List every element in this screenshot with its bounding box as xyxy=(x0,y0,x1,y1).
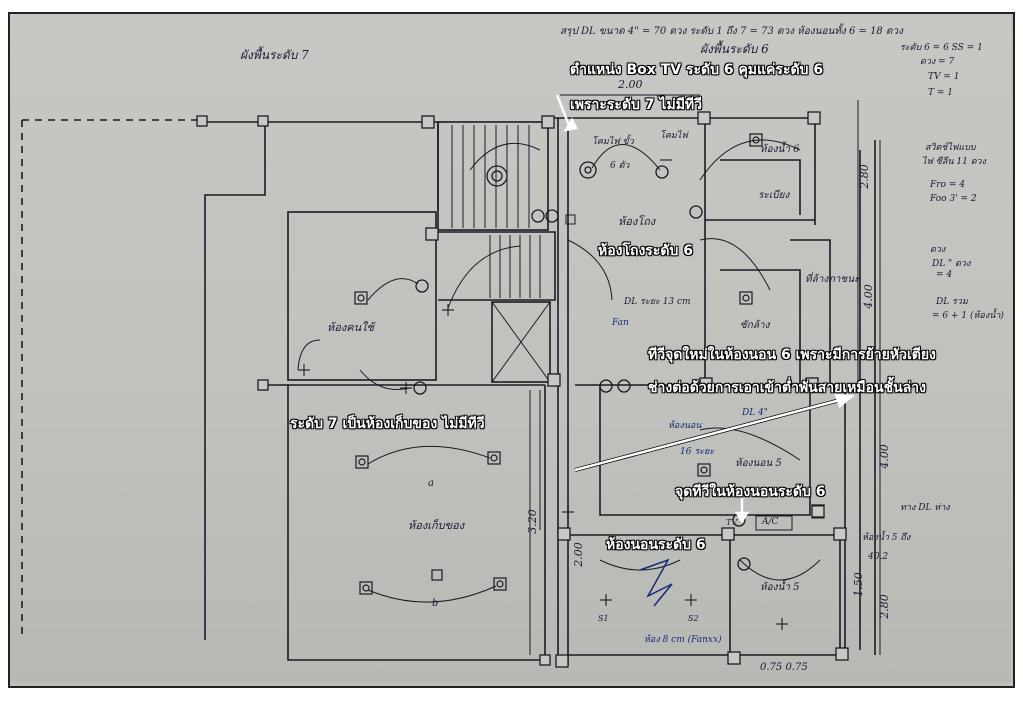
tv-outlet-box xyxy=(811,505,825,519)
room-bedroom5: ห้องนอน 5 xyxy=(735,458,782,469)
fixture-note-12: A/C xyxy=(762,517,779,527)
fixture-note-3: 6 ตัว xyxy=(610,161,630,171)
side-note-9: ดวง xyxy=(930,245,946,255)
tv-box-symbol xyxy=(565,214,576,225)
annotation-storage: ระดับ 7 เป็นห้องเก็บของ ไม่มีทีวี xyxy=(290,416,485,432)
dim-200-left: 2.00 xyxy=(571,542,585,567)
dashed-outline xyxy=(21,119,200,640)
fixture-note-14: b xyxy=(432,598,439,609)
side-note-11: = 4 xyxy=(936,270,953,280)
annotation-box-tv-2: เพราะระดับ 7 ไม่มีทีวี xyxy=(570,97,703,113)
side-note-16: 40.2 xyxy=(868,552,889,562)
fixture-note-4: DL ระยะ 13 cm xyxy=(624,297,691,307)
room-balcony: ระเบียง xyxy=(758,190,790,201)
columns xyxy=(196,111,849,668)
room-maid: ห้องคนใช้ xyxy=(327,321,374,334)
fixture-note-8: 16 ระยะ xyxy=(680,447,715,457)
fixture-note-1: โคมไฟ ขั้ว xyxy=(592,137,634,147)
fixture-note-9: ห้อง 8 cm (Fanxx) xyxy=(644,635,722,645)
dim-400-right2: 4.00 xyxy=(877,444,891,469)
room-hall: ห้องโถง xyxy=(618,215,656,228)
light-fixtures xyxy=(354,133,763,595)
room-storeroom: ห้องเก็บของ xyxy=(408,519,465,532)
dim-320-left: 3.20 xyxy=(525,509,539,534)
side-note-14: ทาง DL ห่าง xyxy=(900,503,950,513)
annotation-box-tv-1: ตำแหน่ง Box TV ระดับ 6 คุมแค่ระดับ 6 xyxy=(570,62,824,78)
balcony-wall xyxy=(720,159,801,215)
duct-cross xyxy=(491,301,551,383)
room-bath5: ห้องน้ำ 5 xyxy=(760,582,800,593)
fixture-note-7: ห้องนอน xyxy=(668,421,702,431)
room-sink: ที่ล้างภาชนะ xyxy=(805,274,860,285)
side-note-3: TV = 1 xyxy=(928,72,960,82)
round-lights xyxy=(413,161,751,571)
fixture-note-5: Fan xyxy=(612,318,629,328)
fixture-note-10: S1 xyxy=(598,614,609,623)
kitchen-wall xyxy=(790,239,831,385)
wiring-arcs xyxy=(297,139,821,603)
fixture-note-15: TV xyxy=(726,518,738,527)
fixture-note-2: โคมไฟ xyxy=(660,131,688,141)
annotation-arrows xyxy=(555,94,856,524)
room-bath6: ห้องน้ำ 6 xyxy=(760,144,800,155)
side-note-1: ระดับ 6 = 6 SS = 1 xyxy=(900,43,983,53)
dim-150-right: 1.50 xyxy=(851,572,865,597)
fixture-note-13: a xyxy=(428,478,434,489)
side-note-8: Foo 3' = 2 xyxy=(930,194,977,204)
small-marks xyxy=(298,159,788,630)
maid-room-wall xyxy=(287,211,437,381)
annotation-new-tv-1: ทีวีจุดใหม่ในห้องนอน 6 เพราะมีการย้ายหัว… xyxy=(648,347,936,363)
paper-surface xyxy=(10,14,1011,682)
side-note-13: = 6 + 1 (ห้องน้ำ) xyxy=(932,311,1004,321)
stair-landing xyxy=(438,231,556,301)
side-note-5: สวิตช์ไฟแบบ xyxy=(925,143,976,153)
side-note-10: DL " ดวง xyxy=(932,259,971,269)
dim-400-right: 4.00 xyxy=(861,284,875,309)
stairs-upper xyxy=(437,121,549,231)
header-note: สรุป DL ขนาด 4" = 70 ดวง ระดับ 1 ถึง 7 =… xyxy=(560,26,903,37)
annotation-tv-point: จุดทีวีในห้องนอนระดับ 6 xyxy=(675,484,826,500)
side-note-4: T = 1 xyxy=(928,88,953,98)
side-note-12: DL รวม xyxy=(936,297,968,307)
bedroom-wall xyxy=(599,385,811,516)
side-note-15: ห้องน้ำ 5 ถึง xyxy=(862,533,911,543)
annotation-bedroom: ห้องนอนระดับ 6 xyxy=(606,537,706,553)
annotation-new-tv-2: ช่างต่อด้วยการเอาเข้าต่ำพันสายเหมือนชั้น… xyxy=(648,380,926,396)
stair-treads xyxy=(451,125,530,228)
blue-scribble xyxy=(639,558,673,607)
right-edge-walls xyxy=(844,140,876,660)
left-outer-wall xyxy=(200,121,266,640)
room-laundry: ซักล้าง xyxy=(740,320,770,331)
title-level6: ผังพื้นระดับ 6 xyxy=(700,42,769,56)
side-note-7: Fro = 4 xyxy=(930,180,965,190)
left-inner-wall xyxy=(265,121,439,210)
fixture-note-6: DL 4" xyxy=(742,408,768,418)
dimension-lines xyxy=(529,94,881,655)
dim-280-right: 2.80 xyxy=(857,164,871,189)
dim-280-right2: 2.80 xyxy=(877,594,891,619)
dim-200-top: 2.00 xyxy=(618,78,643,91)
bath6-wall xyxy=(704,118,815,385)
dim-075: 0.75 0.75 xyxy=(760,662,808,673)
bedroom-lower-wall xyxy=(568,534,841,656)
title-level7: ผังพื้นระดับ 7 xyxy=(240,48,309,62)
side-note-6: ไฟ ซีลีน 11 ดวง xyxy=(922,157,987,167)
side-note-2: ดวง = 7 xyxy=(920,57,955,67)
duct-box xyxy=(491,301,551,383)
stair-treads-lower xyxy=(489,235,541,298)
ac-box xyxy=(755,515,793,531)
storeroom-wall xyxy=(287,385,546,661)
annotation-living-room: ห้องโถงระดับ 6 xyxy=(598,243,693,259)
fixture-note-11: S2 xyxy=(688,614,699,623)
